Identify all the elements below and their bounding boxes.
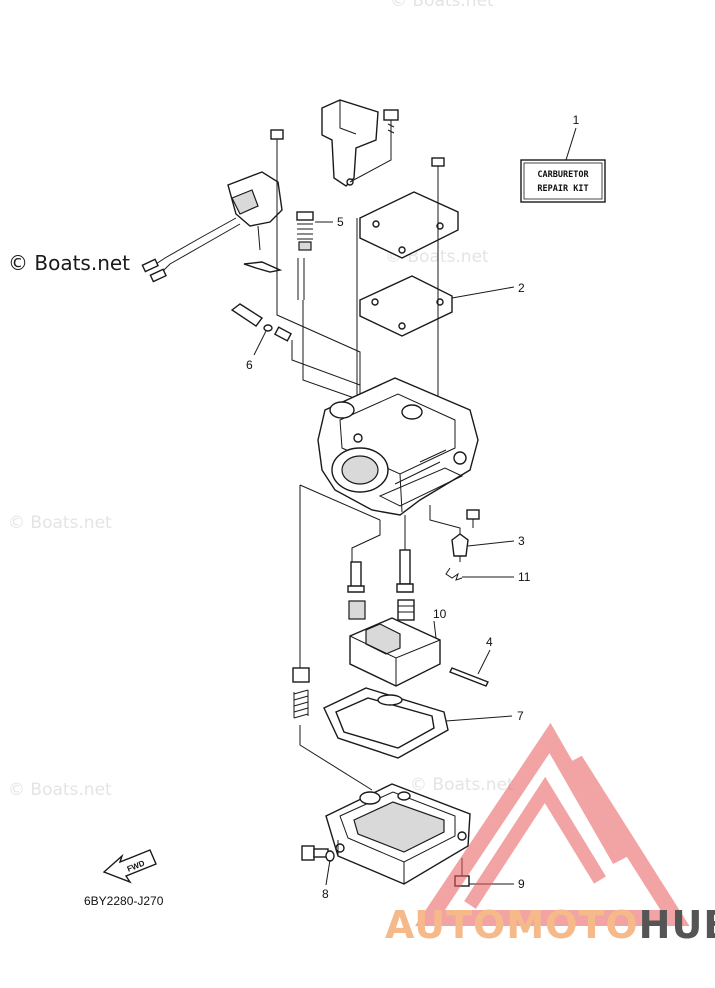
callout-1: 1 (573, 113, 580, 127)
pilot-screw-part-5 (296, 211, 314, 251)
chamber-gasket-part-7 (323, 687, 449, 759)
callout-9: 9 (518, 877, 525, 891)
kit-label-line2: REPAIR KIT (537, 184, 588, 194)
main-nozzle-2 (396, 549, 414, 593)
float-pin-part-4 (449, 667, 489, 687)
watermark-left: © Boats.net (8, 513, 112, 533)
needle-valve-part-3 (451, 533, 469, 562)
callout-7: 7 (517, 709, 524, 723)
guide-line-b (302, 300, 361, 401)
main-nozzle (347, 561, 365, 593)
cover-plate (359, 191, 459, 259)
leader-7 (445, 715, 513, 722)
callout-10: 10 (433, 607, 447, 621)
fwd-arrow-icon: FWD (102, 849, 157, 884)
guide-line-a (276, 155, 361, 395)
callout-5: 5 (337, 215, 344, 229)
cover-screw (431, 157, 445, 184)
choke-solenoid (141, 171, 283, 283)
float-chamber (325, 783, 471, 885)
brand-wordmark: AUTOMOTOHUB (385, 903, 715, 947)
callout-6: 6 (246, 358, 253, 372)
long-pin (297, 258, 305, 300)
leader-6 (253, 330, 267, 356)
guide-line-g (299, 484, 381, 668)
choke-bracket (321, 99, 379, 187)
leader-2 (451, 286, 515, 299)
brand-part2: HUB (639, 903, 715, 947)
callout-2: 2 (518, 281, 525, 295)
guide-line-c (291, 340, 361, 386)
drain-screw-cap (292, 667, 310, 683)
leader-10 (433, 620, 437, 639)
top-left-screw (270, 129, 284, 155)
guide-line-i (299, 725, 373, 791)
main-jet-2 (397, 599, 415, 621)
callout-11: 11 (518, 570, 531, 584)
brand-logo-icon (415, 722, 690, 926)
float-part-10 (349, 617, 441, 687)
callout-8: 8 (322, 887, 329, 901)
leader-1 (565, 127, 577, 161)
watermark-primary: © Boats.net (8, 251, 130, 275)
leader-4 (477, 649, 491, 675)
watermark-bottom-right: © Boats.net (410, 775, 514, 795)
callout-3: 3 (518, 534, 525, 548)
gasket-part-2 (359, 275, 453, 337)
carburetor-body (317, 377, 479, 516)
leader-8 (325, 859, 331, 886)
guide-line-f (349, 140, 392, 183)
carburetor-repair-kit-box: CARBURETOR REPAIR KIT (520, 159, 606, 203)
kit-label-line1: CARBURETOR (537, 170, 589, 180)
leader-3 (467, 540, 515, 547)
drain-screw-spring (293, 689, 309, 719)
pilot-jet-part-6 (230, 303, 293, 342)
bracket-screw (383, 109, 399, 140)
drawing-code: 6BY2280-J270 (84, 894, 164, 908)
main-jet (348, 600, 366, 620)
callout-4: 4 (486, 635, 493, 649)
float-pin-screw (466, 509, 480, 528)
brand-part1: AUTOMOTO (385, 903, 639, 947)
watermark-bottom-left: © Boats.net (8, 780, 112, 800)
drain-screw-part-8 (301, 845, 335, 862)
clip-part-11 (445, 567, 463, 581)
watermark-top: © Boats.net (390, 0, 494, 11)
